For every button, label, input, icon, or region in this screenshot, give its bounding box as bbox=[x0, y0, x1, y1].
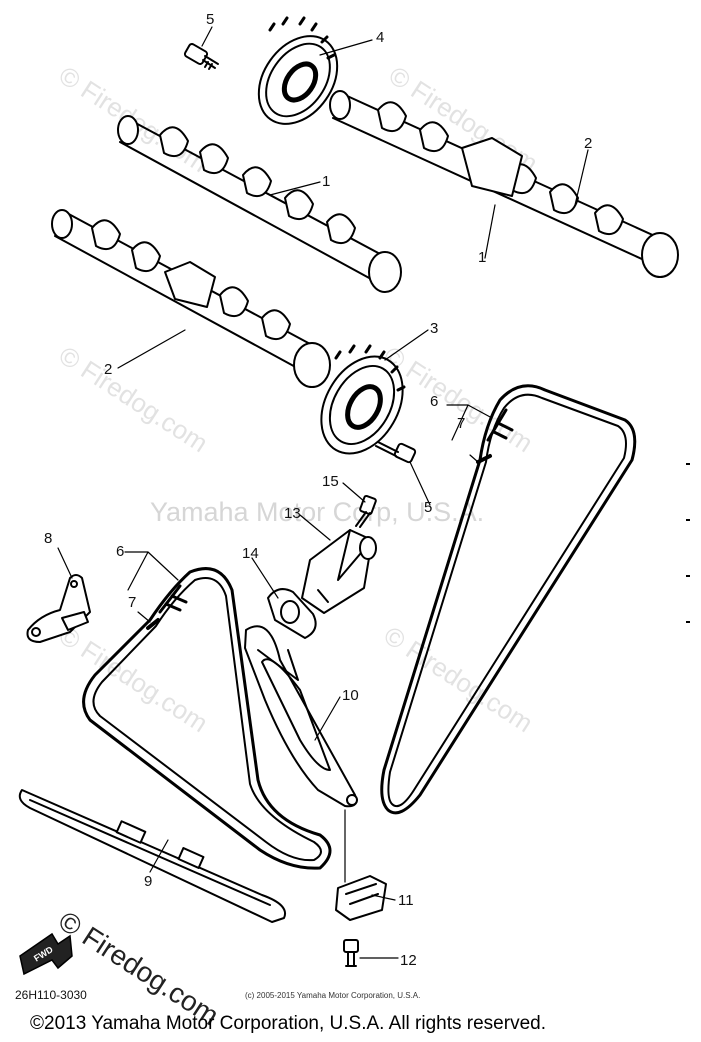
cam-sprocket-3 bbox=[320, 344, 406, 455]
bolt-12 bbox=[343, 939, 359, 967]
leader-lines bbox=[57, 26, 589, 959]
chain-guide-9 bbox=[18, 789, 286, 923]
gasket-14 bbox=[267, 588, 317, 639]
callout-6-front: 6 bbox=[116, 543, 124, 560]
cam-sprocket-4 bbox=[257, 16, 339, 125]
callout-13: 13 bbox=[284, 505, 301, 522]
callout-1-right: 1 bbox=[478, 249, 486, 266]
cam-chain-rear bbox=[380, 384, 637, 815]
camshaft-2-right bbox=[329, 90, 679, 278]
cam-chain-front bbox=[82, 567, 332, 870]
callout-14: 14 bbox=[242, 545, 259, 562]
camshaft-2-lower bbox=[51, 209, 331, 388]
callout-12: 12 bbox=[400, 952, 417, 969]
callout-2-right: 2 bbox=[584, 135, 592, 152]
chain-tensioner-13 bbox=[301, 529, 377, 614]
callout-6-rear: 6 bbox=[430, 393, 438, 410]
bracket-8 bbox=[26, 574, 91, 643]
forward-arrow: FWD bbox=[19, 932, 73, 976]
callout-2-lower: 2 bbox=[104, 361, 112, 378]
edge-marks bbox=[686, 463, 690, 623]
footer-copyright: ©2013 Yamaha Motor Corporation, U.S.A. A… bbox=[30, 1013, 546, 1034]
chain-guide-10 bbox=[244, 625, 358, 808]
small-copyright: (c) 2005-2015 Yamaha Motor Corporation, … bbox=[245, 991, 421, 1000]
part-code: 26H110-3030 bbox=[15, 988, 87, 1002]
callout-11: 11 bbox=[398, 892, 414, 909]
callout-5-lower: 5 bbox=[424, 499, 432, 516]
callout-1-upper: 1 bbox=[322, 173, 330, 190]
callout-15: 15 bbox=[322, 473, 339, 490]
camshaft-1-upper bbox=[117, 115, 402, 293]
callout-8: 8 bbox=[44, 530, 52, 547]
bolt-5-top bbox=[183, 43, 219, 70]
bolt-5-lower bbox=[375, 441, 417, 464]
callout-7-rear: 7 bbox=[457, 415, 465, 432]
callout-numbers: 5 4 1 2 1 2 3 6 7 5 15 13 8 6 14 7 10 9 … bbox=[44, 11, 592, 969]
callout-4: 4 bbox=[376, 29, 384, 46]
guide-holder-11 bbox=[335, 875, 387, 921]
bolt-15 bbox=[355, 494, 377, 528]
callout-3: 3 bbox=[430, 320, 438, 337]
callout-5-top: 5 bbox=[206, 11, 214, 28]
callout-9: 9 bbox=[144, 873, 152, 890]
callout-7-front: 7 bbox=[128, 594, 136, 611]
callout-10: 10 bbox=[342, 687, 359, 704]
